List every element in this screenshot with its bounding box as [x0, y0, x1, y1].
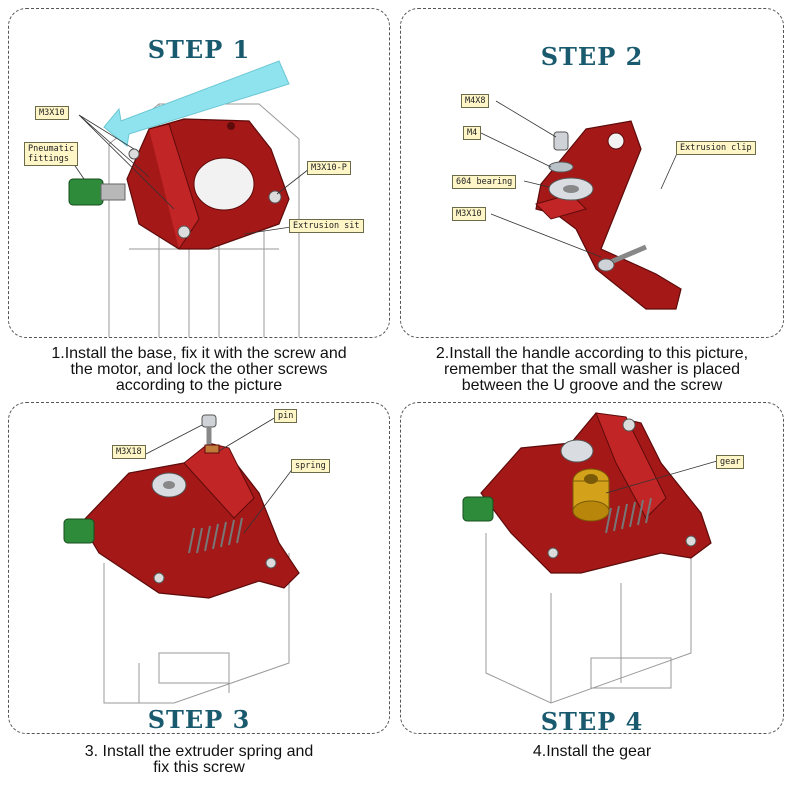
step-4-caption: 4.Install the gear	[532, 743, 652, 760]
label-m4: M4	[463, 126, 482, 140]
step-4-title: STEP 4	[540, 707, 644, 734]
step-4-panel: gear STEP 4	[400, 402, 784, 734]
step-2-caption: 2.Install the handle according to this p…	[435, 345, 749, 394]
label-extrusion-sit: Extrusion sit	[289, 219, 364, 233]
label-pneumatic-fittings: Pneumatic fittings	[24, 142, 79, 166]
label-extrusion-clip: Extrusion clip	[676, 141, 756, 155]
label-pin: pin	[274, 409, 298, 423]
step-1-title: STEP 1	[147, 35, 251, 64]
label-spring: spring	[291, 459, 330, 473]
label-604-bearing: 604 bearing	[452, 175, 517, 189]
step-2-title: STEP 2	[540, 42, 644, 71]
label-m3x10-p: M3X10-P	[307, 161, 351, 175]
step-2-panel: STEP 2 M4X8 M4 604 bearing M3X10 Extrusi…	[400, 8, 784, 338]
step-3-panel: M3X18 pin spring STEP 3	[8, 402, 390, 734]
step-3-caption: 3. Install the extruder spring and fix t…	[84, 743, 314, 776]
step-3-illustration	[63, 414, 300, 704]
label-gear: gear	[716, 455, 745, 469]
step-1-panel: STEP 1 M3X10 Pneumatic fittings	[8, 8, 390, 338]
step-2-illustration	[480, 100, 682, 310]
step-4-illustration	[462, 412, 718, 704]
label-m3x10: M3X10	[35, 106, 69, 120]
step-1-caption: 1.Install the base, fix it with the scre…	[51, 345, 347, 394]
label-m3x18: M3X18	[112, 445, 146, 459]
step-3-title: STEP 3	[147, 705, 251, 734]
step-1-illustration	[68, 60, 310, 337]
label-m3x10: M3X10	[452, 207, 486, 221]
label-m4x8: M4X8	[461, 94, 490, 108]
